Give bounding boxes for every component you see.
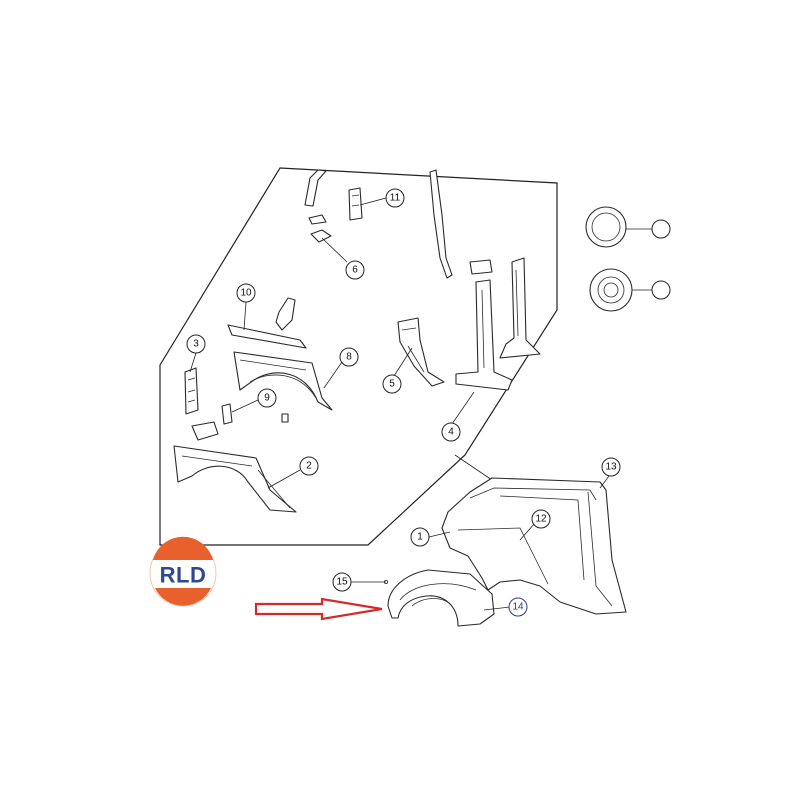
part-body-side-assembly (441, 477, 627, 615)
callout-4: 4 (441, 422, 461, 442)
svg-text:14: 14 (512, 602, 524, 613)
svg-text:2: 2 (306, 461, 312, 472)
part-roof-rail-bracket (304, 169, 327, 207)
leader-10 (243, 301, 247, 331)
callout-1: 1 (410, 527, 430, 547)
rld-logo: RLD (149, 536, 217, 607)
callout-9: 9 (257, 388, 277, 408)
svg-text:3: 3 (193, 339, 199, 350)
leader-4 (451, 391, 475, 425)
part-inner-wheelhouse-14 (387, 569, 495, 627)
callout-11: 11 (385, 188, 405, 208)
leader-8 (323, 361, 343, 389)
part-clip-upper (308, 214, 327, 225)
part-part-10 (227, 324, 307, 349)
part-part-9 (221, 403, 233, 425)
frame-leader (454, 454, 493, 481)
callout-15: 15 (332, 572, 352, 592)
callout-2: 2 (299, 456, 319, 476)
part-part-8 (233, 351, 333, 411)
svg-text:RLD: RLD (160, 563, 207, 588)
callout-13: 13 (601, 457, 621, 477)
svg-text:8: 8 (346, 352, 352, 363)
part-bolt-9 (281, 413, 289, 423)
part-bracket-9b (191, 421, 219, 441)
part-fuel-housing (589, 268, 633, 312)
leader-13 (599, 475, 610, 489)
callout-12: 12 (531, 509, 551, 529)
leader-11 (359, 197, 387, 206)
callout-10: 10 (236, 283, 256, 303)
svg-text:11: 11 (390, 193, 401, 204)
callout-6: 6 (345, 260, 365, 280)
callout-3: 3 (186, 334, 206, 354)
part-part-2 (173, 445, 297, 513)
part-part-4 (455, 279, 513, 391)
svg-text:5: 5 (389, 379, 395, 390)
leader-6 (321, 237, 348, 263)
svg-text:13: 13 (605, 462, 617, 473)
callout-8: 8 (339, 347, 359, 367)
part-part-11 (348, 187, 363, 221)
part-part-5 (397, 317, 445, 387)
callout-17 (651, 280, 671, 300)
exploded-view-frame (159, 167, 558, 546)
leader-12 (519, 522, 536, 541)
red-arrow (254, 597, 383, 621)
part-part-6 (310, 229, 332, 243)
part-small-bracket (275, 297, 296, 331)
leader-9 (231, 399, 259, 413)
svg-text:15: 15 (336, 577, 348, 588)
svg-text:4: 4 (448, 427, 454, 438)
part-upper-pillar (429, 169, 453, 279)
callout-16 (651, 219, 671, 239)
svg-text:12: 12 (535, 514, 547, 525)
leader-1 (428, 531, 451, 538)
svg-text:6: 6 (352, 265, 358, 276)
leader-2 (267, 469, 301, 489)
leader-5 (393, 347, 413, 377)
part-pillar-rear (499, 257, 541, 359)
svg-text:1: 1 (417, 532, 423, 543)
svg-text:10: 10 (240, 288, 252, 299)
leader-3 (189, 352, 197, 373)
part-pillar-clip (469, 259, 493, 275)
leader-14 (483, 606, 511, 611)
callout-5: 5 (382, 374, 402, 394)
callout-14: 14 (508, 597, 528, 617)
svg-text:9: 9 (264, 393, 270, 404)
